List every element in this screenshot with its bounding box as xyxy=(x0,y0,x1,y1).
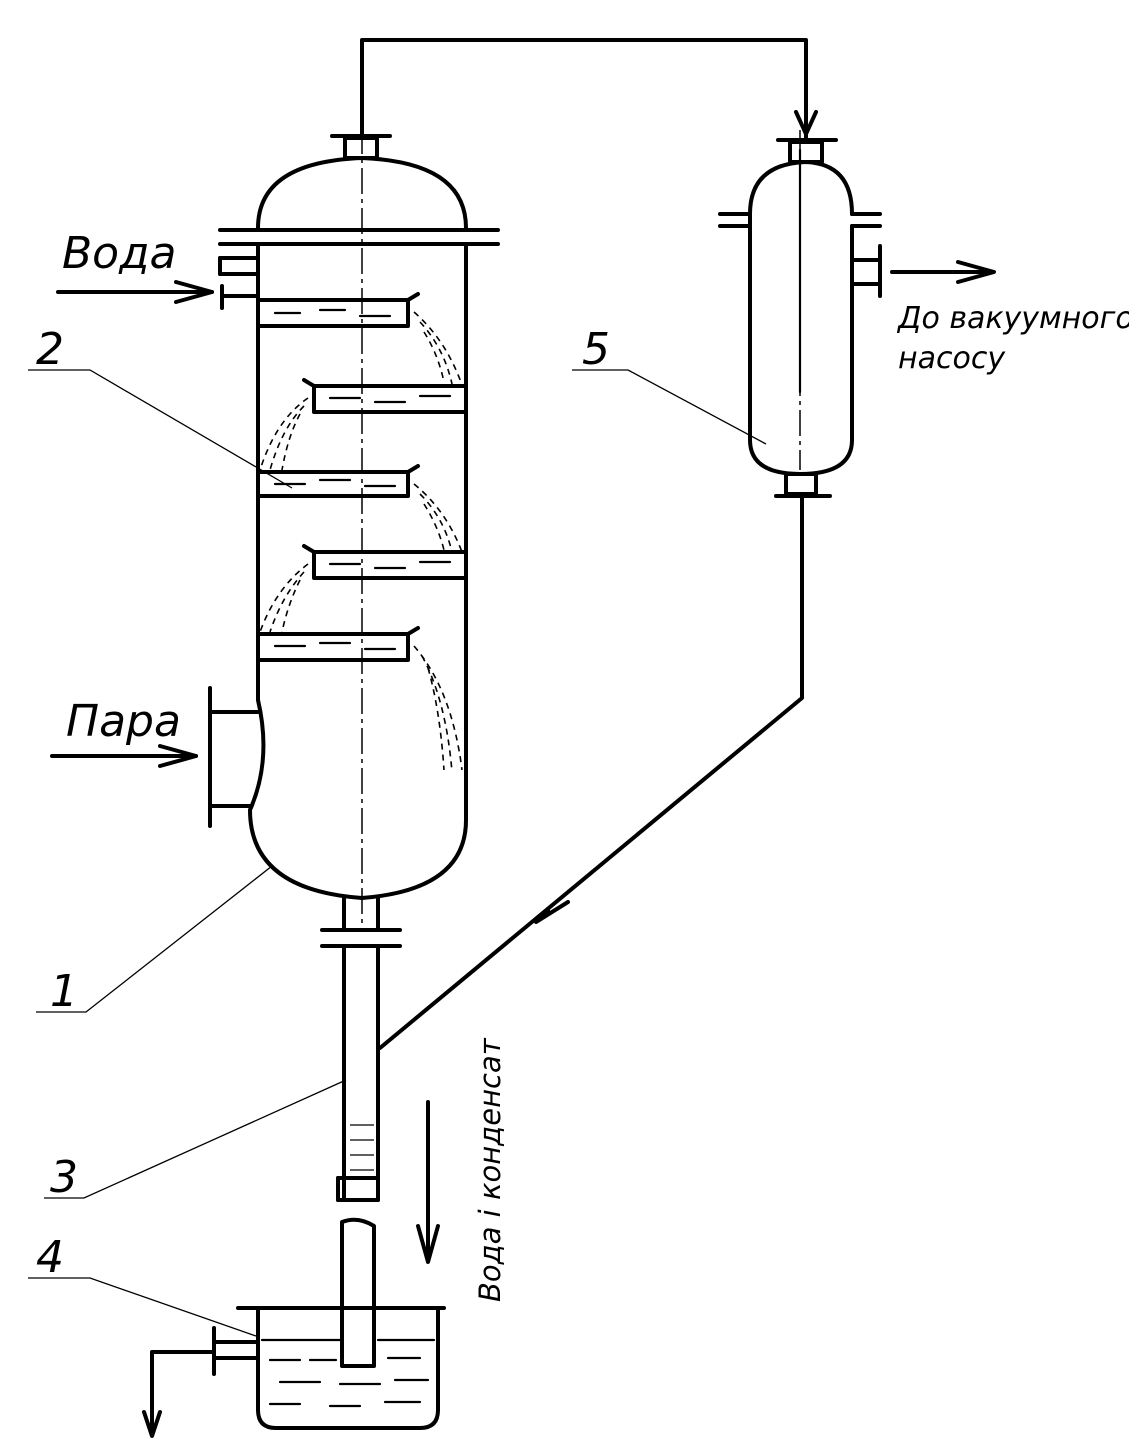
water-condensate-label: Вода і конденсат xyxy=(473,1037,507,1302)
steam-inlet-nozzle xyxy=(208,686,260,828)
water-inlet-label: Вода xyxy=(62,228,177,279)
condenser-vessel xyxy=(208,128,500,930)
vessel-top-nozzle xyxy=(343,136,379,160)
shelf xyxy=(256,298,410,328)
vacuum-label-line2: насосу xyxy=(898,341,1006,376)
vapour-arrow xyxy=(794,110,818,136)
barometric-tube xyxy=(320,896,402,1368)
separator-drain xyxy=(378,494,804,1050)
vacuum-arrow-head xyxy=(956,260,996,284)
vapour-pipe xyxy=(360,38,808,140)
drain-arrow xyxy=(534,900,570,924)
cascade-shelves xyxy=(256,292,468,662)
vessel-bottom-dome xyxy=(248,808,468,900)
callout-3: 3 xyxy=(50,1152,78,1203)
callout-1: 1 xyxy=(50,966,78,1017)
down-arrow-head xyxy=(416,1224,440,1264)
shelf xyxy=(256,632,410,662)
steam-arrow-head xyxy=(158,744,198,768)
separator xyxy=(718,130,882,498)
water-inlet-nozzle xyxy=(218,256,260,310)
steam-inlet-label: Пара xyxy=(66,696,181,747)
callout-5: 5 xyxy=(582,324,610,375)
shelf xyxy=(256,470,410,498)
hot-well xyxy=(142,1306,446,1438)
shelf xyxy=(312,384,468,414)
callout-2: 2 xyxy=(36,324,64,375)
vacuum-label-line1: До вакуумного xyxy=(896,301,1129,336)
water-streams xyxy=(259,311,463,773)
callout-4: 4 xyxy=(36,1232,64,1283)
water-arrow-head xyxy=(174,280,214,304)
leader-lines xyxy=(28,369,767,1337)
shelf xyxy=(312,550,468,580)
